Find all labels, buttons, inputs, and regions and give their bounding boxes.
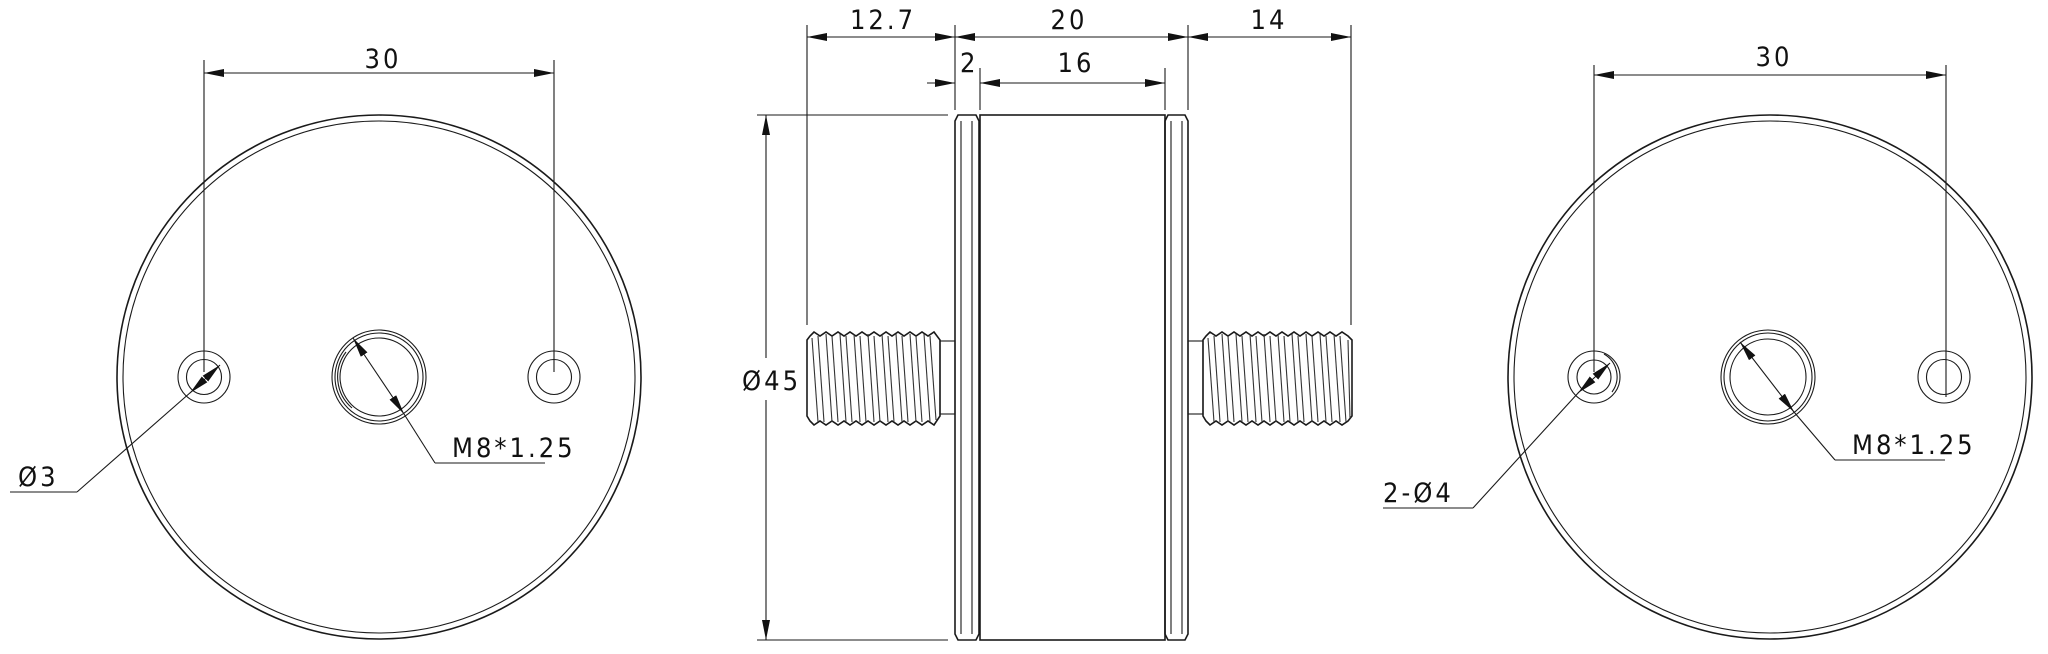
right-flange xyxy=(1164,114,1189,641)
dimension-16: 16 xyxy=(980,48,1165,87)
right-end-view: 30 2-Ø4 M8*1.25 xyxy=(1383,42,2033,640)
flange-chamfer-circle xyxy=(122,120,636,634)
flange-thickness-label: 2 xyxy=(960,48,978,79)
center-threaded-hole xyxy=(1720,329,1816,425)
hole-spacing-dimension: 30 xyxy=(203,44,555,372)
diameter-label: Ø45 xyxy=(742,366,801,397)
dimension-14: 14 xyxy=(1188,5,1351,41)
side-view-extension-lines xyxy=(757,25,1352,641)
hole-spacing-label: 30 xyxy=(1756,42,1793,73)
left-end-view: 30 Ø3 M8*1.25 xyxy=(10,44,642,640)
center-thread-label: M8*1.25 xyxy=(1852,430,1976,461)
hole-spacing-label: 30 xyxy=(365,44,402,75)
right-threaded-stud xyxy=(1187,330,1353,427)
dimension-20: 20 xyxy=(955,5,1188,41)
center-thread-callout: M8*1.25 xyxy=(1739,341,1976,461)
hole-spacing-dimension: 30 xyxy=(1593,42,1947,397)
outer-flange-circle xyxy=(1507,114,2033,640)
small-hole-diameter-callout: Ø3 xyxy=(10,364,221,493)
side-view: 12.7 20 14 2 16 Ø45 xyxy=(742,5,1353,641)
right-stud-length-label: 14 xyxy=(1251,5,1288,36)
left-flange xyxy=(954,114,980,641)
small-hole-diameter-callout: 2-Ø4 xyxy=(1383,362,1611,509)
center-threaded-hole xyxy=(331,329,427,425)
left-threaded-stud xyxy=(806,330,956,427)
small-hole-diameter-label: 2-Ø4 xyxy=(1383,478,1454,509)
rubber-length-label: 16 xyxy=(1058,48,1095,79)
dimension-12-7: 12.7 xyxy=(807,5,955,41)
mounting-hole-right xyxy=(1917,350,1971,404)
dimension-2: 2 xyxy=(927,48,978,87)
flange-chamfer-circle xyxy=(1513,120,2027,634)
center-thread-label: M8*1.25 xyxy=(452,433,576,464)
outer-flange-circle xyxy=(116,114,642,640)
small-hole-diameter-label: Ø3 xyxy=(18,462,59,493)
body-length-label: 20 xyxy=(1051,5,1088,36)
dimension-diameter-45: Ø45 xyxy=(742,115,801,640)
center-thread-callout: M8*1.25 xyxy=(352,337,576,464)
rubber-body xyxy=(979,114,1166,641)
left-stud-length-label: 12.7 xyxy=(850,5,916,36)
